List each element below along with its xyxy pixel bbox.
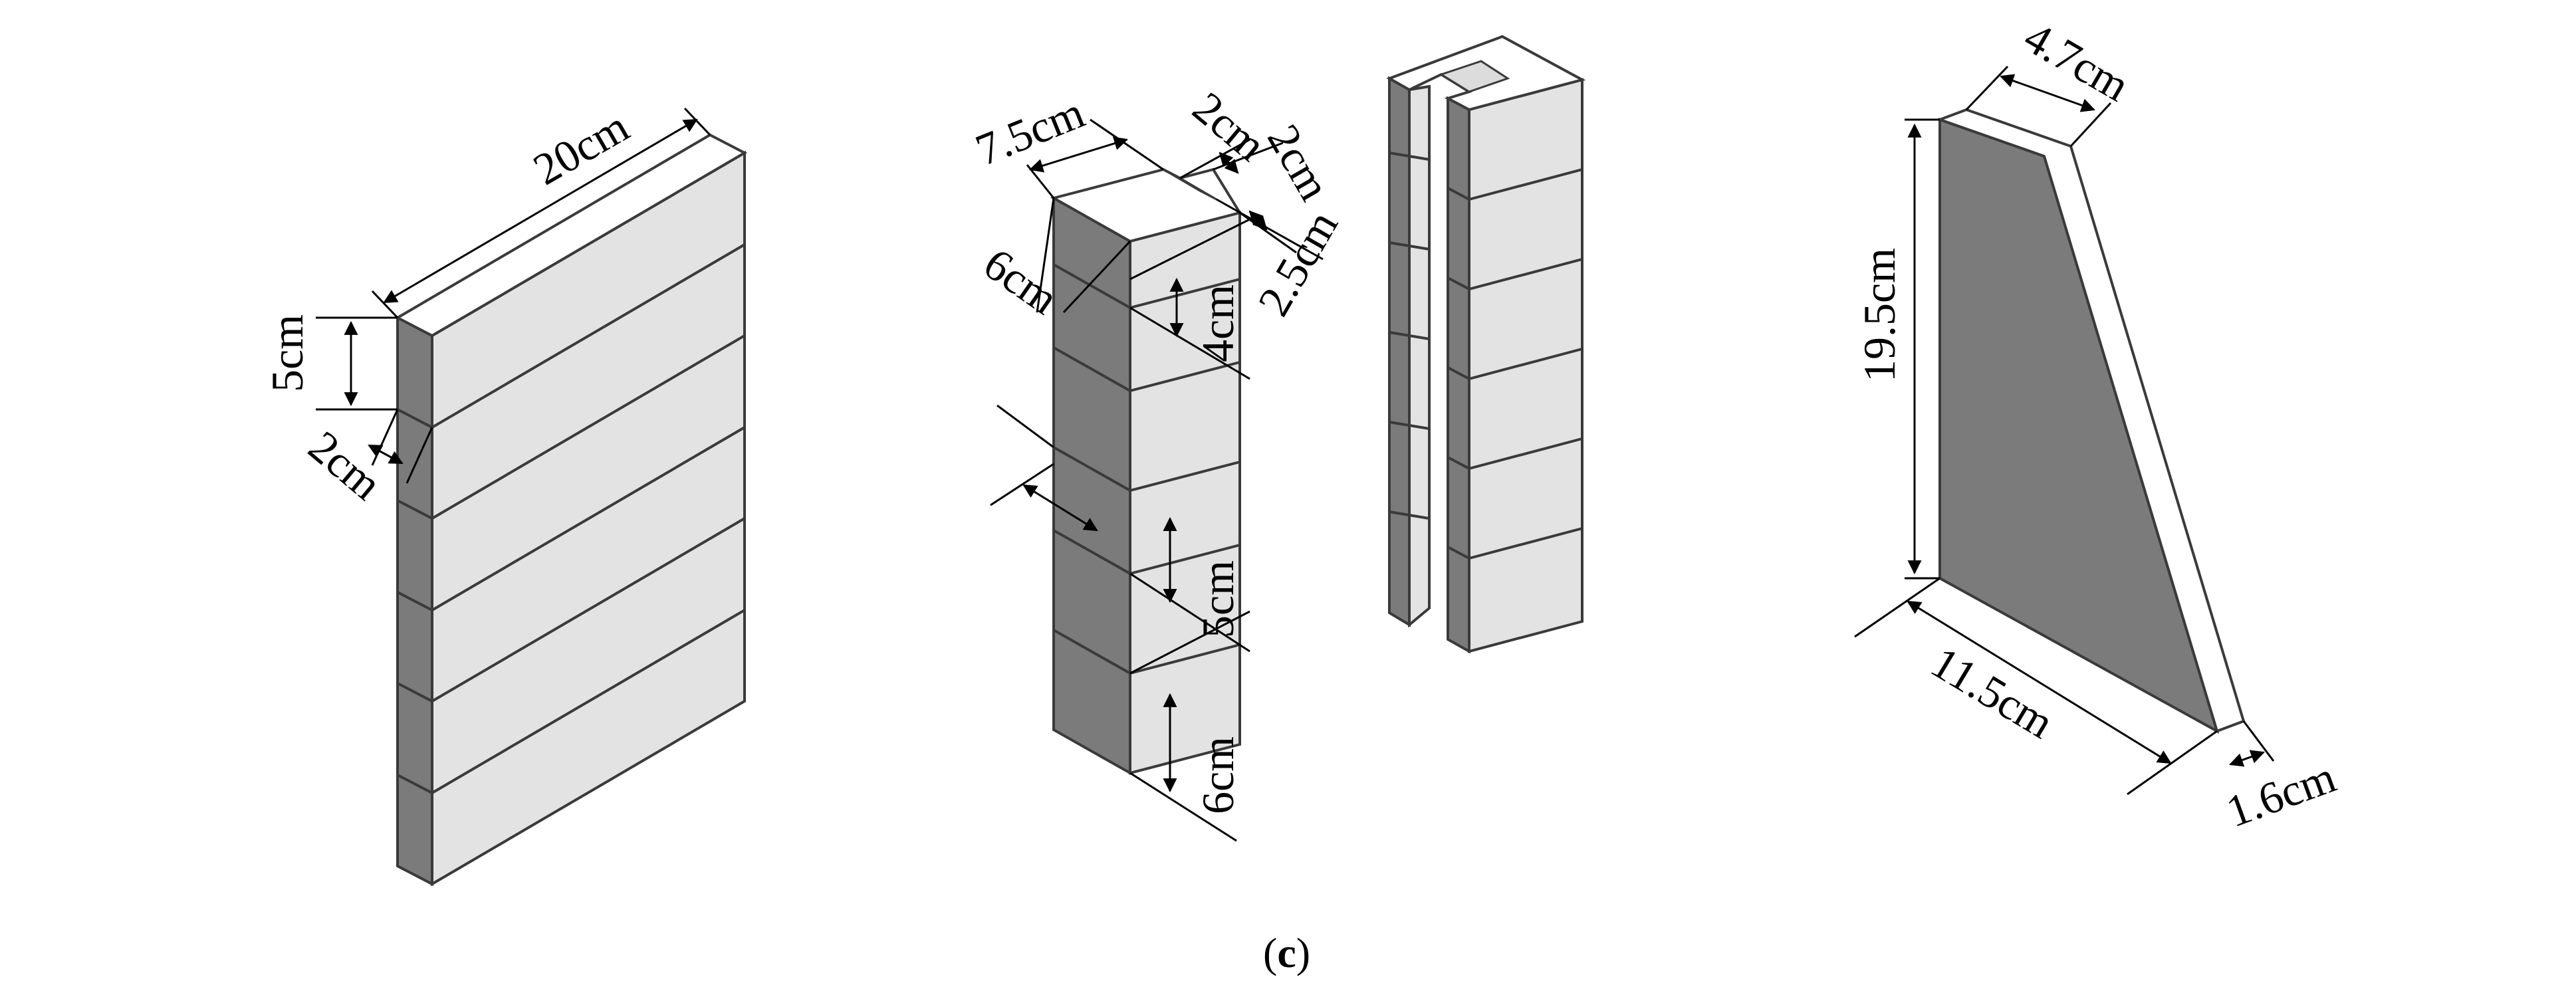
wall-course-height-label: 5cm [262, 314, 312, 392]
wall-length-label: 20cm [525, 101, 638, 195]
buttress-top-width-label: 4.7cm [2016, 11, 2139, 111]
buttress-thickness-label: 1.6cm [2220, 751, 2342, 837]
post-course-lines [1389, 152, 1583, 560]
wall-panel: 20cm 5cm 2cm [262, 101, 748, 887]
post-right-front [1468, 78, 1583, 653]
column-slot-depth-label: 2.5cm [1248, 202, 1347, 324]
post-slot [1439, 60, 1510, 93]
wall-dimension-lines [316, 107, 711, 484]
column-detail: 7.5cm 2cm 2cm 2.5cm 6cm 4cm 5cm 6cm [969, 82, 1347, 842]
column-width-label: 7.5cm [969, 86, 1091, 175]
buttress: 4.7cm 19.5cm 11.5cm 1.6cm [1854, 11, 2342, 837]
column-unit-a-label: 4cm [1193, 284, 1243, 362]
post-left-front [1408, 84, 1431, 628]
column-course-lines [1053, 263, 1240, 675]
buttress-dimension-lines [1854, 65, 2275, 796]
column-slot-a-label: 2cm [1183, 82, 1276, 170]
caption-letter: c [1277, 929, 1296, 976]
caption-close-paren: ) [1296, 929, 1310, 976]
column-dimension-lines [990, 118, 1324, 842]
twin-posts [1386, 35, 1586, 654]
buttress-height-label: 19.5cm [1854, 248, 1905, 382]
column-unit-b-label: 5cm [1193, 560, 1243, 638]
wall-thickness-label: 2cm [299, 421, 392, 509]
wall-course-lines [397, 243, 746, 794]
post-left-side [1388, 76, 1411, 627]
column-unit-c-label: 6cm [1193, 736, 1243, 814]
caption-open-paren: ( [1263, 929, 1277, 976]
post-right-side [1447, 96, 1470, 654]
figure-caption: (c) [1263, 929, 1310, 976]
